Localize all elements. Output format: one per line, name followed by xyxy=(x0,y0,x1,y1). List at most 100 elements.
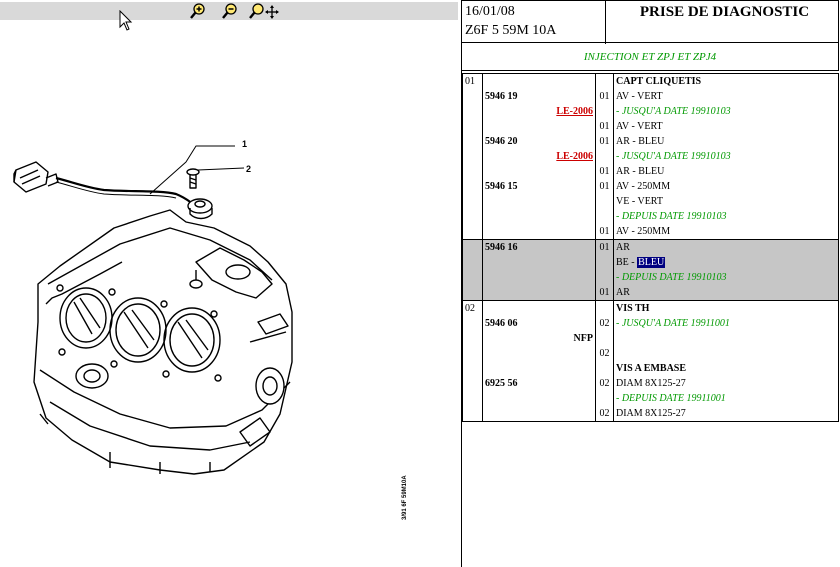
zoom-out-icon xyxy=(222,3,237,19)
quantity-cell: 01 01 xyxy=(595,239,614,301)
quantity xyxy=(596,270,613,285)
date-condition: - DEPUIS DATE 19910103 xyxy=(614,270,838,285)
reference-cell: 5946 19 LE-2006 5946 20 LE-2006 5946 15 xyxy=(482,73,596,240)
description-text: - JUSQU'A DATE 19911001 xyxy=(616,318,730,329)
group-number-cell xyxy=(462,239,483,301)
quantity: 01 xyxy=(599,91,610,102)
part-description: AV - 250MM xyxy=(614,179,838,194)
description-text: AV - 250MM xyxy=(616,181,671,192)
description-text: AV - VERT xyxy=(616,121,663,132)
description-text: - DEPUIS DATE 19910103 xyxy=(616,211,727,222)
engine-block-diagram: 1 2 xyxy=(13,139,293,475)
quantity xyxy=(596,194,613,209)
quantity xyxy=(596,149,613,164)
le-link[interactable]: LE-2006 xyxy=(556,106,593,117)
zoom-out-button[interactable] xyxy=(219,2,241,20)
engine-block xyxy=(33,209,293,475)
quantity: 01 xyxy=(599,136,610,147)
header-info: 16/01/08 Z6F 5 59M 10A xyxy=(462,1,606,44)
part-description: DIAM 8X125-27 xyxy=(614,406,838,421)
part-description: AR xyxy=(614,240,838,255)
part-reference[interactable]: 5946 15 xyxy=(485,181,518,192)
quantity: 01 xyxy=(599,287,610,298)
part-reference[interactable]: 6925 56 xyxy=(485,378,518,389)
description-text: AR - BLEU xyxy=(616,166,665,177)
quantity: 01 xyxy=(599,242,610,253)
quantity: 01 xyxy=(599,226,610,237)
pan-zoom-button[interactable] xyxy=(248,2,280,20)
description-text: AV - 250MM xyxy=(616,226,671,237)
reference-cell: 5946 06 NFP 6925 56 xyxy=(482,300,596,422)
quantity xyxy=(596,104,613,119)
date-condition: - DEPUIS DATE 19910103 xyxy=(614,209,838,224)
page-title: PRISE DE DIAGNOSTIC xyxy=(639,4,810,20)
description-text: DIAM 8X125-27 xyxy=(616,378,686,389)
quantity: 01 xyxy=(599,181,610,192)
knock-sensor xyxy=(187,198,213,220)
callout-2: 2 xyxy=(246,164,251,174)
group-label: VIS TH xyxy=(616,303,650,314)
quantity-cell: 01 01 01 01 01 01 xyxy=(595,73,614,240)
description-text: AR - BLEU xyxy=(616,136,665,147)
part-description: AR - BLEU xyxy=(614,134,838,149)
part-reference[interactable]: 5946 16 xyxy=(485,242,518,253)
diagram-toolbar xyxy=(0,2,458,20)
reference-cell: 5946 16 xyxy=(482,239,596,301)
part-reference[interactable]: 5946 20 xyxy=(485,136,518,147)
pan-zoom-icon xyxy=(249,3,279,19)
date-condition: - JUSQU'A DATE 19911001 xyxy=(614,316,838,331)
part-description: BE - BLEU xyxy=(614,255,838,270)
part-reference[interactable]: 5946 06 xyxy=(485,318,518,329)
quantity: 02 xyxy=(599,318,610,329)
diagram-reference-code: 3/91 6F 59M10A xyxy=(402,475,408,520)
description-text: AR xyxy=(616,242,630,253)
group-number-cell: 02 xyxy=(462,300,483,422)
quantity: 02 xyxy=(599,348,610,359)
sensor-bolt xyxy=(186,168,200,189)
description-text: VE - VERT xyxy=(616,196,663,207)
pane-divider[interactable] xyxy=(461,0,462,567)
description-text: - JUSQU'A DATE 19910103 xyxy=(616,106,731,117)
part-description: AV - 250MM xyxy=(614,224,838,239)
description-cell: CAPT CLIQUETIS AV - VERT - JUSQU'A DATE 19… xyxy=(613,73,839,240)
group-number: 01 xyxy=(465,76,475,87)
group-label: CAPT CLIQUETIS xyxy=(616,76,702,87)
date-condition: - JUSQU'A DATE 19910103 xyxy=(614,104,838,119)
part-label: VIS A EMBASE xyxy=(616,363,687,374)
quantity: 02 xyxy=(599,378,610,389)
part-description: VE - VERT xyxy=(614,194,838,209)
part-description: AR xyxy=(614,285,838,300)
description-text: - DEPUIS DATE 19911001 xyxy=(616,393,726,404)
quantity xyxy=(596,255,613,270)
quantity: 01 xyxy=(599,121,610,132)
zoom-in-button[interactable] xyxy=(187,2,209,20)
part-description xyxy=(614,331,838,346)
parts-pane: 16/01/08 Z6F 5 59M 10A PRISE DE DIAGNOST… xyxy=(462,0,840,567)
part-description: AV - VERT xyxy=(614,89,838,104)
le-link[interactable]: LE-2006 xyxy=(556,151,593,162)
selected-text[interactable]: BLEU xyxy=(637,257,666,268)
mouse-cursor-icon xyxy=(119,10,133,31)
date-condition: - DEPUIS DATE 19911001 xyxy=(614,391,838,406)
section-subtitle: INJECTION ET ZPJ ET ZPJ4 xyxy=(462,43,839,71)
part-reference[interactable]: 5946 19 xyxy=(485,91,518,102)
quantity: 01 xyxy=(599,166,610,177)
description-text: DIAM 8X125-27 xyxy=(616,408,686,419)
date-condition: - JUSQU'A DATE 19910103 xyxy=(614,149,838,164)
zoom-in-icon xyxy=(190,3,205,19)
description-text: - JUSQU'A DATE 19910103 xyxy=(616,151,731,162)
nfp-flag: NFP xyxy=(573,333,593,344)
sensor-connector xyxy=(13,161,59,193)
group-number: 02 xyxy=(465,303,475,314)
description-text: - DEPUIS DATE 19910103 xyxy=(616,272,727,283)
quantity xyxy=(596,391,613,406)
part-description: AV - VERT xyxy=(614,119,838,134)
part-description: DIAM 8X125-27 xyxy=(614,376,838,391)
